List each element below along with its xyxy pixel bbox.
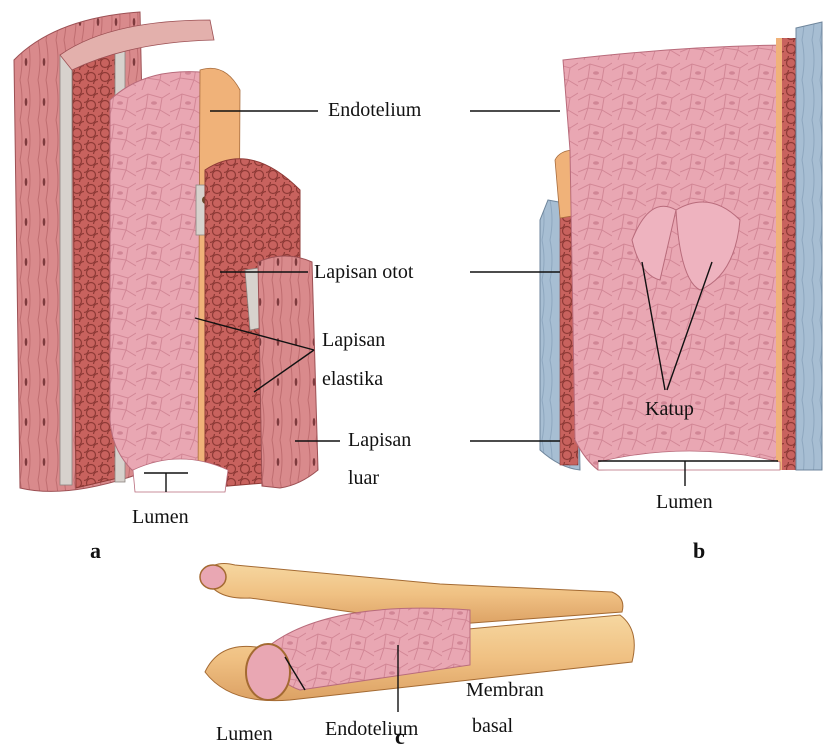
artery-illustration (14, 12, 318, 492)
figure-letter-c: c (395, 724, 405, 749)
figure-letter-a: a (90, 538, 101, 564)
label-katup: Katup (645, 398, 694, 420)
label-lumen-b: Lumen (656, 491, 713, 513)
label-lumen-c: Lumen (216, 723, 273, 745)
label-lapisan-elastika-line1: Lapisan (322, 329, 385, 351)
label-lapisan-luar-line2: luar (348, 467, 379, 489)
label-lapisan-otot: Lapisan otot (314, 261, 413, 283)
figure-letter-b: b (693, 538, 705, 564)
label-membran-basal-line1: Membran (466, 679, 544, 701)
label-membran-basal-line2: basal (472, 715, 513, 737)
label-lapisan-luar-line1: Lapisan (348, 429, 411, 451)
capillary-illustration (200, 564, 634, 701)
label-lumen-a: Lumen (132, 506, 189, 528)
label-endotelium-top: Endotelium (328, 99, 421, 121)
label-lapisan-elastika-line2: elastika (322, 368, 383, 390)
